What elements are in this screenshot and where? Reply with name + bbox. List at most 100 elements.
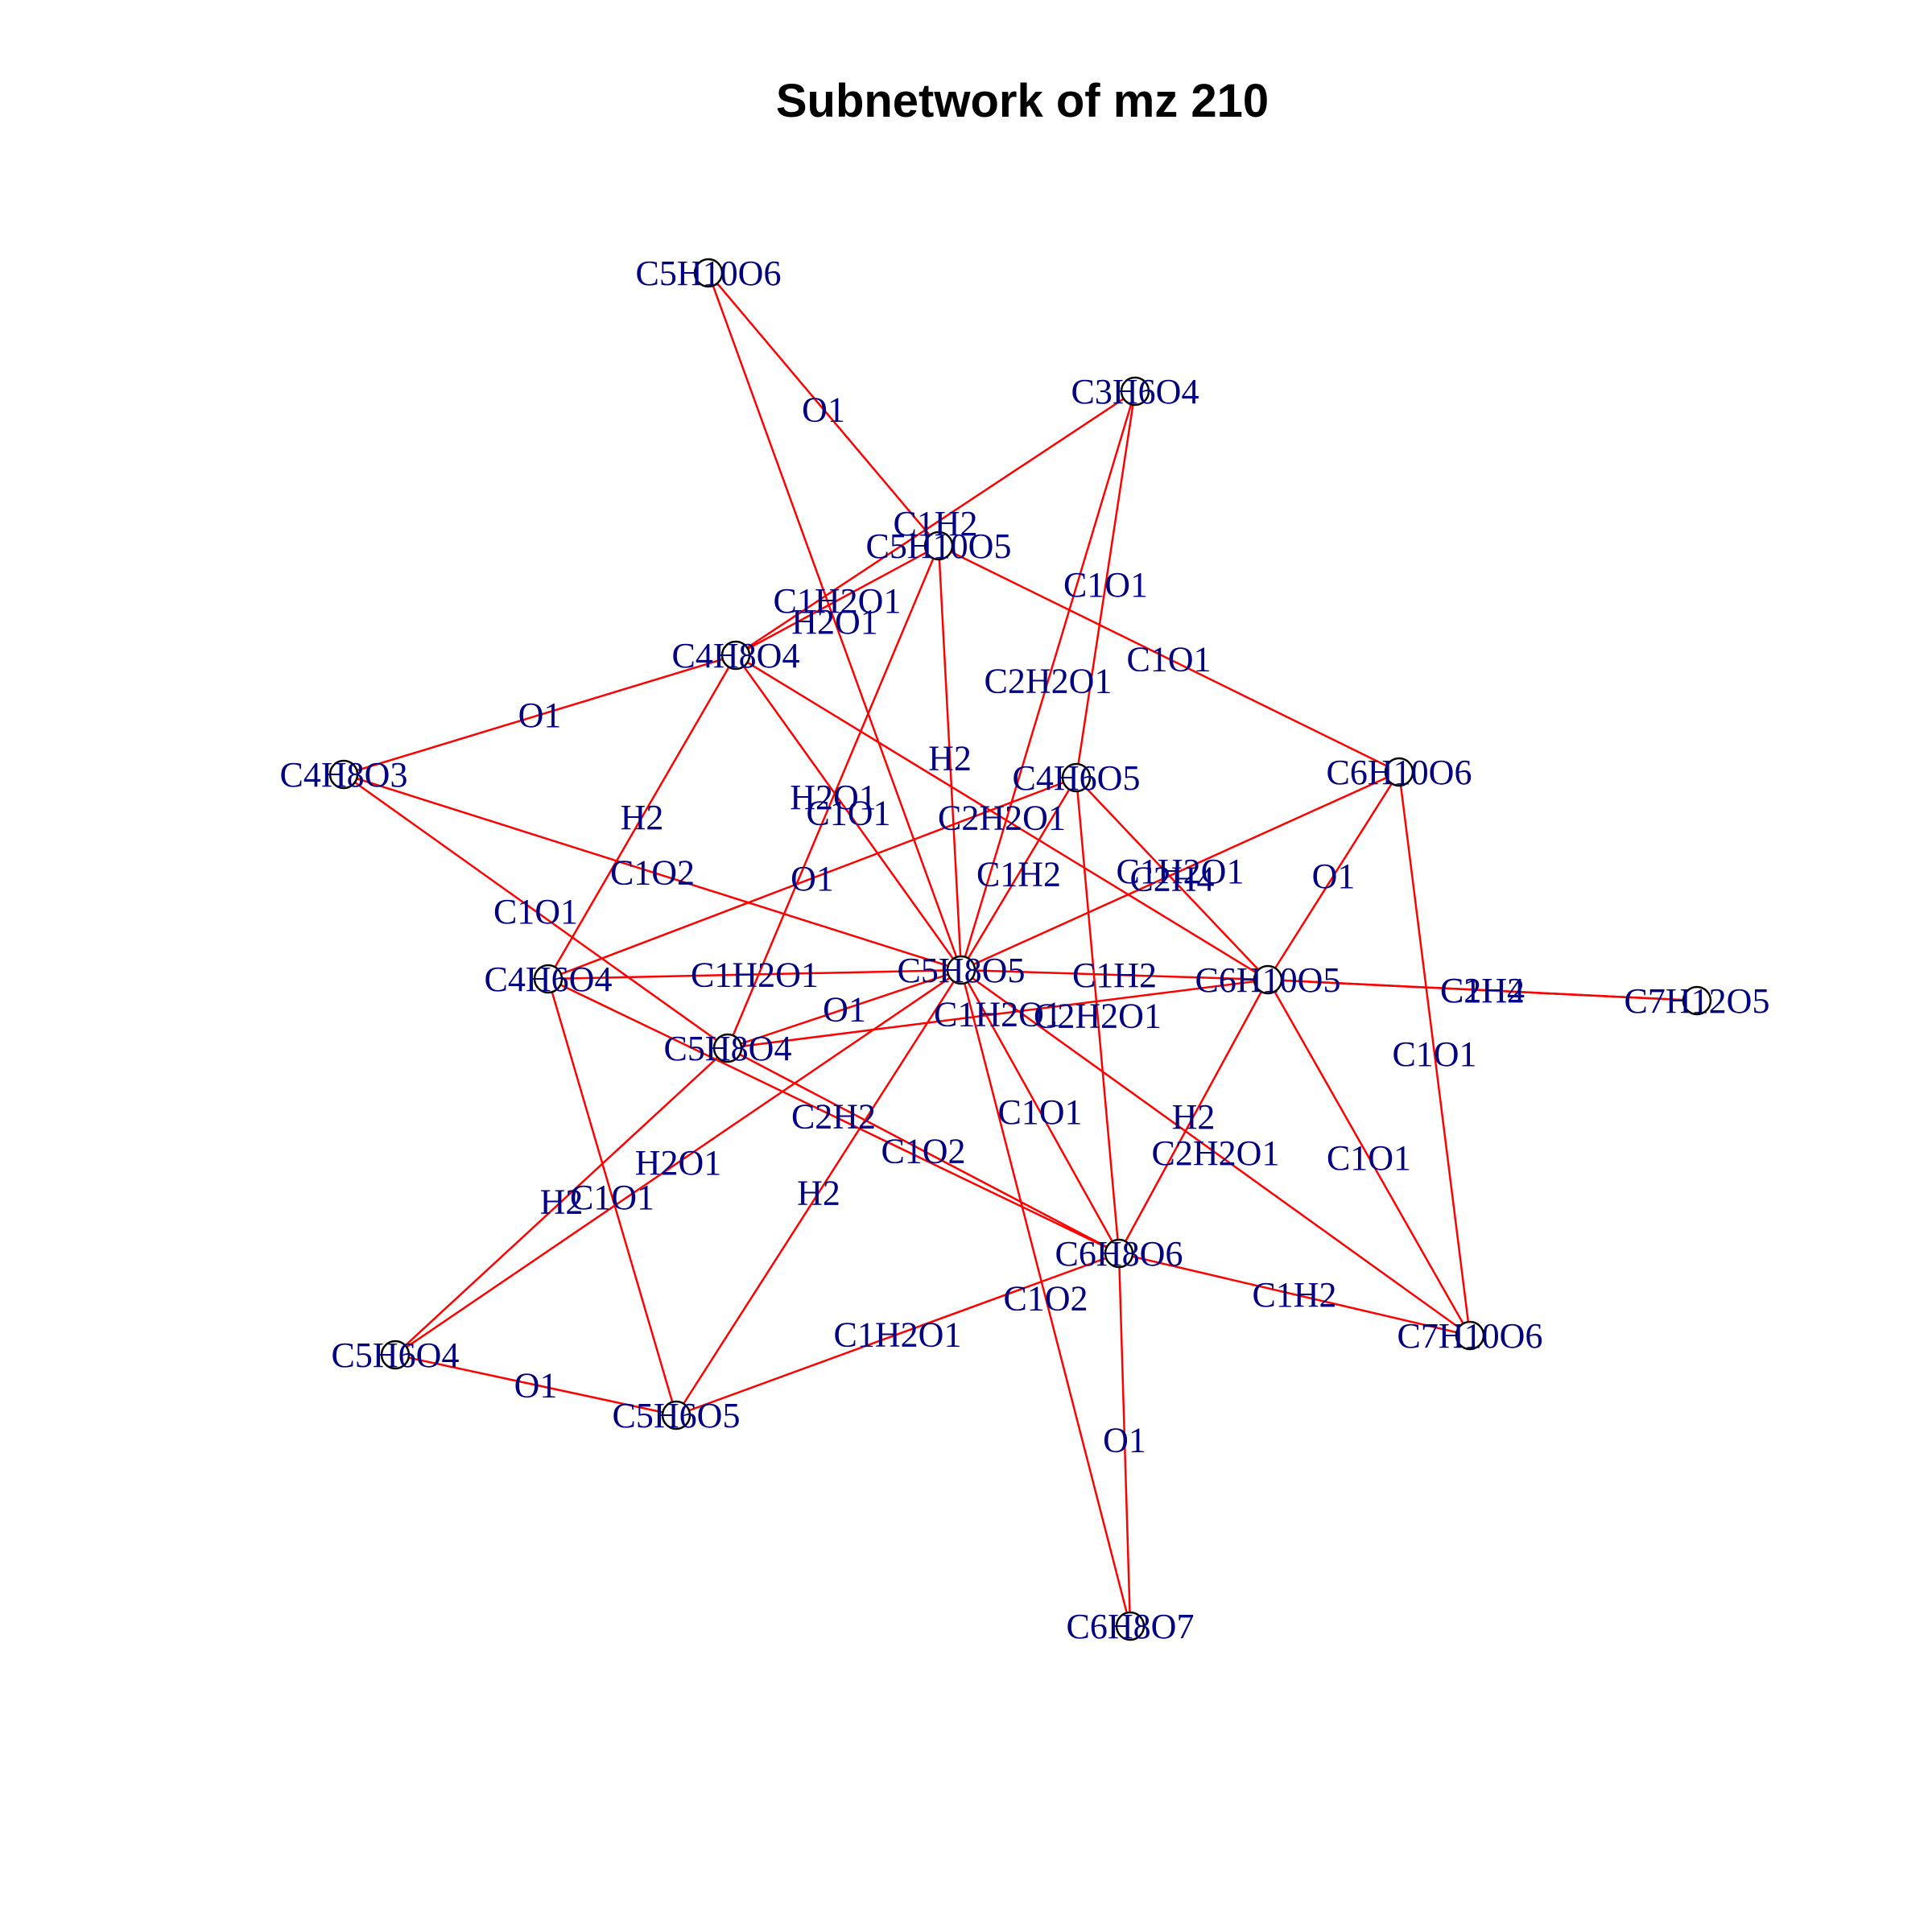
node-label: C5H10O6 xyxy=(636,254,782,293)
edge-C5H8O5-C5H6O4 xyxy=(394,968,962,1356)
node-C5H6O4 xyxy=(380,1340,411,1370)
edge-label: H2O1 xyxy=(635,1143,722,1183)
edge-C4H8O3-C5H8O5 xyxy=(343,773,962,972)
edge-C4H8O4-C4H8O3 xyxy=(343,654,737,776)
nodes-layer xyxy=(328,258,1712,1641)
edge-label: C1O1 xyxy=(570,1178,654,1217)
edge-label: C2H4 xyxy=(1129,860,1214,899)
edge-labels-layer: O1H2O1C1H2C1O1C2H2O1C1H2O1C1O1H2H2O1O1H2… xyxy=(493,390,1525,1460)
edge-C6H10O5-C7H10O6 xyxy=(1266,979,1472,1336)
node-label: C4H8O3 xyxy=(280,755,408,795)
node-C4H8O4 xyxy=(720,640,751,671)
edge-C4H6O5-C6H10O5 xyxy=(1075,777,1269,980)
node-C5H10O6 xyxy=(693,258,724,288)
edge-C4H6O4-C5H6O5 xyxy=(547,978,678,1416)
node-C5H10O5 xyxy=(923,530,954,561)
edge-C6H10O6-C6H10O5 xyxy=(1266,771,1401,980)
edge-C3H6O4-C4H8O4 xyxy=(735,390,1136,657)
edge-label: H2 xyxy=(797,1174,840,1213)
edge-label: C1O2 xyxy=(881,1132,965,1171)
edges-layer xyxy=(343,272,1698,1627)
edge-C5H8O5-C5H6O5 xyxy=(675,969,963,1416)
edge-label: C1H2 xyxy=(1252,1275,1336,1315)
edge-label: C1O1 xyxy=(1327,1138,1411,1178)
edge-label: H2 xyxy=(1172,1097,1216,1137)
edge-C4H6O5-C6H8O6 xyxy=(1075,777,1121,1254)
edge-label: C1O2 xyxy=(610,853,695,893)
edge-label: H2 xyxy=(928,739,972,778)
edge-C6H10O5-C7H12O5 xyxy=(1267,978,1698,1002)
edge-C6H8O6-C7H10O6 xyxy=(1118,1252,1471,1337)
edge-C3H6O4-C5H8O5 xyxy=(960,390,1137,971)
edge-label: O1 xyxy=(823,990,866,1030)
edge-C5H8O5-C4H6O4 xyxy=(547,968,962,980)
node-label: C5H6O5 xyxy=(613,1396,741,1435)
edge-label: H2 xyxy=(540,1183,584,1222)
edge-label: C2H2 xyxy=(791,1097,876,1137)
edge-label: O1 xyxy=(1103,1421,1146,1460)
edge-C5H10O6-C5H8O5 xyxy=(707,272,963,971)
edge-C6H10O5-C5H8O4 xyxy=(727,978,1269,1050)
edge-C4H8O4-C5H8O5 xyxy=(734,654,963,971)
edge-label: C2H2O1 xyxy=(1152,1133,1280,1173)
edge-C6H8O6-C5H6O5 xyxy=(675,1252,1120,1417)
edge-C5H10O5-C6H10O6 xyxy=(938,544,1400,774)
edge-label: H2 xyxy=(621,798,664,837)
edge-C5H8O5-C5H8O4 xyxy=(727,968,962,1050)
node-label: C3H6O4 xyxy=(1071,372,1199,411)
edge-C5H10O5-C4H8O4 xyxy=(735,544,939,657)
edge-label: C1H2 xyxy=(1072,956,1157,995)
edge-label: C1O1 xyxy=(806,794,890,833)
edge-C4H6O5-C4H6O4 xyxy=(547,776,1077,980)
node-C7H10O6 xyxy=(1455,1320,1485,1351)
edge-C4H6O5-C5H8O5 xyxy=(960,777,1078,971)
edge-label: C1H2O1 xyxy=(1117,852,1245,891)
node-label: C5H8O4 xyxy=(664,1029,792,1068)
node-label: C4H6O5 xyxy=(1013,758,1141,798)
edge-label: C2H2O1 xyxy=(1034,997,1162,1036)
edge-C5H6O4-C5H6O5 xyxy=(394,1353,677,1417)
edge-label: C1O1 xyxy=(1392,1034,1476,1074)
edge-C5H8O5-C6H8O7 xyxy=(960,969,1132,1627)
edge-C5H8O4-C6H8O6 xyxy=(727,1046,1120,1255)
edge-label: C1H2 xyxy=(1440,971,1525,1010)
edge-label: C1H2O1 xyxy=(834,1315,962,1355)
edge-C5H8O4-C5H6O4 xyxy=(394,1047,729,1356)
edge-C4H8O3-C5H8O4 xyxy=(343,773,729,1050)
node-C7H12O5 xyxy=(1682,985,1712,1016)
edge-C4H6O4-C6H8O6 xyxy=(547,977,1120,1255)
node-C6H10O6 xyxy=(1384,757,1414,787)
edge-C5H8O5-C6H8O6 xyxy=(960,969,1121,1254)
edge-C5H10O5-C5H8O5 xyxy=(937,545,963,971)
edge-C6H8O6-C6H8O7 xyxy=(1117,1253,1132,1627)
node-C5H8O4 xyxy=(712,1033,743,1063)
node-C6H8O7 xyxy=(1115,1611,1146,1641)
edge-C5H8O5-C7H10O6 xyxy=(960,968,1471,1337)
edge-label: O1 xyxy=(514,1366,558,1406)
edge-C5H8O5-C6H10O5 xyxy=(960,968,1269,981)
edge-label: C1H2O1 xyxy=(934,995,1062,1034)
node-C4H8O3 xyxy=(328,759,359,790)
edge-C6H10O5-C6H8O6 xyxy=(1117,979,1269,1254)
edge-label: C1H2O1 xyxy=(774,581,902,621)
edge-label: C1O1 xyxy=(493,892,578,931)
edge-label: C1H2O1 xyxy=(691,956,819,995)
node-C3H6O4 xyxy=(1120,376,1150,407)
edge-label: O1 xyxy=(518,696,562,735)
node-label: C5H8O5 xyxy=(898,951,1026,990)
node-C6H8O6 xyxy=(1104,1238,1134,1269)
diagram-title: Subnetwork of mz 210 xyxy=(776,75,1269,127)
node-C5H8O5 xyxy=(946,955,976,985)
edge-label: O1 xyxy=(802,390,845,430)
edge-C5H10O6-C5H10O5 xyxy=(708,272,939,547)
node-label: C6H10O6 xyxy=(1327,753,1472,792)
node-C4H6O4 xyxy=(533,964,564,994)
node-label: C4H6O4 xyxy=(485,960,613,999)
edge-label: C1O1 xyxy=(997,1092,1082,1132)
edge-label: O1 xyxy=(791,859,834,898)
edge-label: C2H2O1 xyxy=(938,799,1066,838)
edge-label: H2O1 xyxy=(791,602,878,642)
node-C5H6O5 xyxy=(661,1400,691,1430)
